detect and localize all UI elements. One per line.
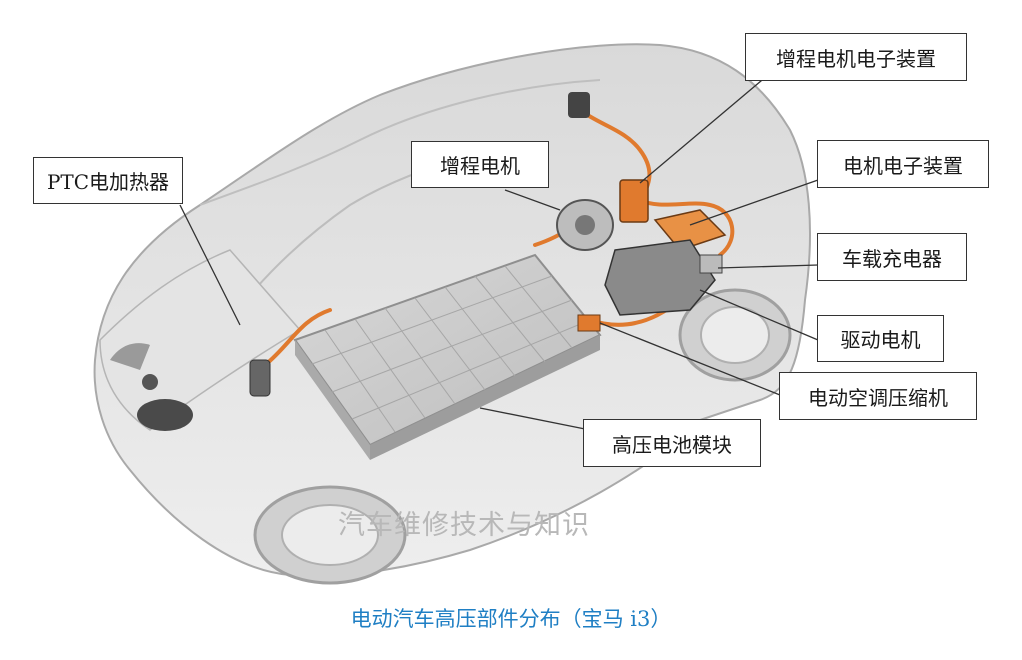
- label-drive-motor: 驱动电机: [817, 315, 944, 362]
- watermark: 汽车维修技术与知识: [338, 510, 590, 541]
- range-extender-motor: [556, 199, 614, 251]
- charging-port: [568, 92, 590, 118]
- label-motor-electronics: 电机电子装置: [817, 140, 989, 188]
- label-onboard-charger: 车载充电器: [817, 233, 967, 281]
- label-battery-module: 高压电池模块: [583, 419, 761, 467]
- hv-cables: [263, 108, 735, 367]
- label-ptc-heater: PTC电加热器: [33, 157, 183, 204]
- battery-pack: [293, 253, 602, 460]
- figure-caption: 电动汽车高压部件分布（宝马 i3）: [350, 607, 672, 631]
- ac-compressor-unit: [577, 314, 601, 332]
- label-range-extender: 增程电机: [411, 141, 549, 188]
- motor-electronics-unit: [653, 209, 727, 251]
- leader-lines: [179, 74, 819, 431]
- label-ac-compressor: 电动空调压缩机: [779, 372, 977, 420]
- range-extender-electronics: [619, 179, 649, 223]
- drive-motor-unit: [604, 239, 723, 316]
- label-range-extender-electronics: 增程电机电子装置: [745, 33, 967, 81]
- ptc-heater: [249, 359, 271, 397]
